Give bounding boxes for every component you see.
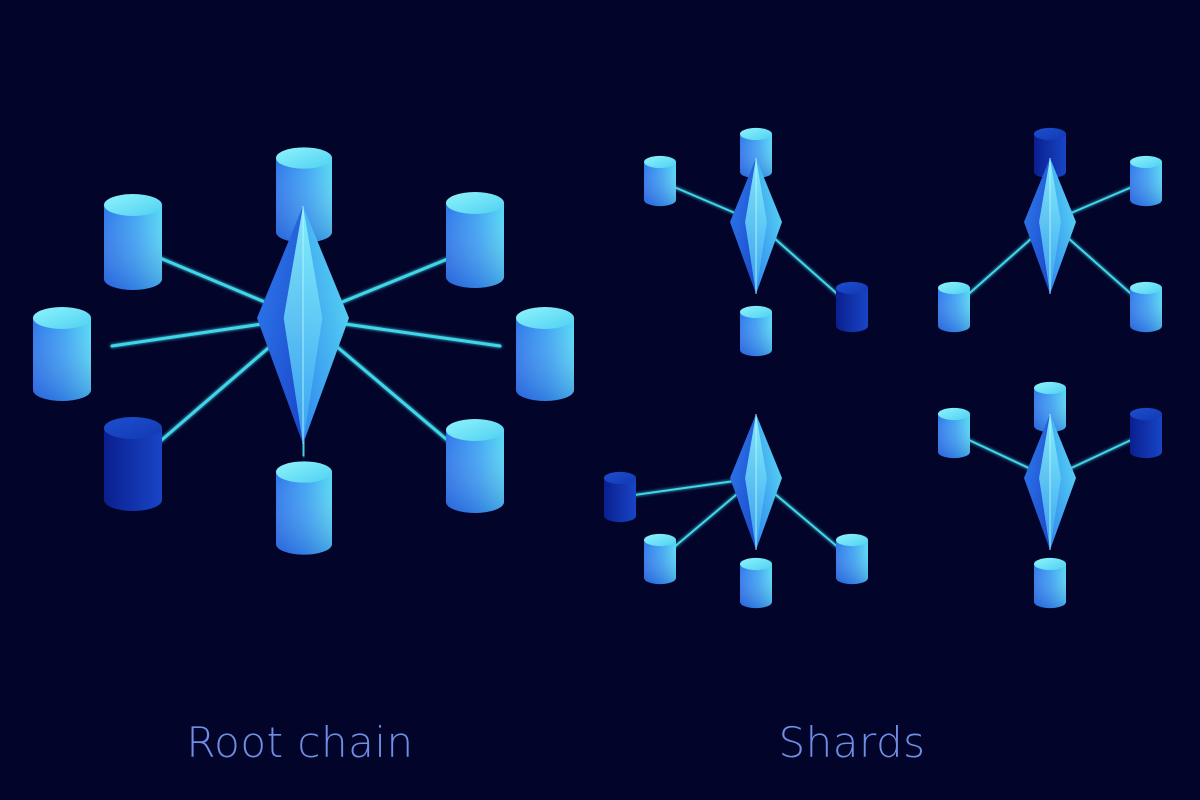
root-node-1: [276, 147, 332, 243]
shard-2-node-3: [938, 281, 970, 333]
shard-1-node-1: [644, 155, 676, 207]
shard-3-node-2: [644, 533, 676, 585]
root-node-8: [104, 193, 162, 291]
root-node-3: [516, 306, 574, 402]
shard-4-node-2: [938, 407, 970, 459]
root-node-2: [446, 191, 504, 289]
shard-3-node-1: [604, 471, 636, 523]
shard-2-node-1: [1034, 127, 1066, 179]
root-chain-label: Root chain: [186, 718, 414, 767]
shard-4-node-1: [1034, 381, 1066, 433]
shard-2-node-4: [1130, 281, 1162, 333]
shard-4-hub-icon: [1024, 414, 1076, 550]
shard-3-hub-icon: [730, 414, 782, 550]
shard-3-node-3: [740, 557, 772, 609]
shard-1-node-4: [740, 305, 772, 357]
root-node-4: [446, 418, 504, 514]
shard-1-node-3: [836, 281, 868, 333]
shard-3-node-4: [836, 533, 868, 585]
shard-2-node-2: [1130, 155, 1162, 207]
shard-1-node-2: [740, 127, 772, 179]
root-hub-icon: [257, 206, 349, 444]
root-node-7: [33, 306, 91, 402]
shard-4-node-3: [1130, 407, 1162, 459]
shard-4-node-4: [1034, 557, 1066, 609]
shards-label: Shards: [778, 718, 926, 767]
root-node-5: [276, 461, 332, 555]
node-layer: [33, 127, 1162, 609]
shard-2-hub-icon: [1024, 158, 1076, 294]
root-node-6: [104, 416, 162, 512]
shard-1-hub-icon: [730, 158, 782, 294]
